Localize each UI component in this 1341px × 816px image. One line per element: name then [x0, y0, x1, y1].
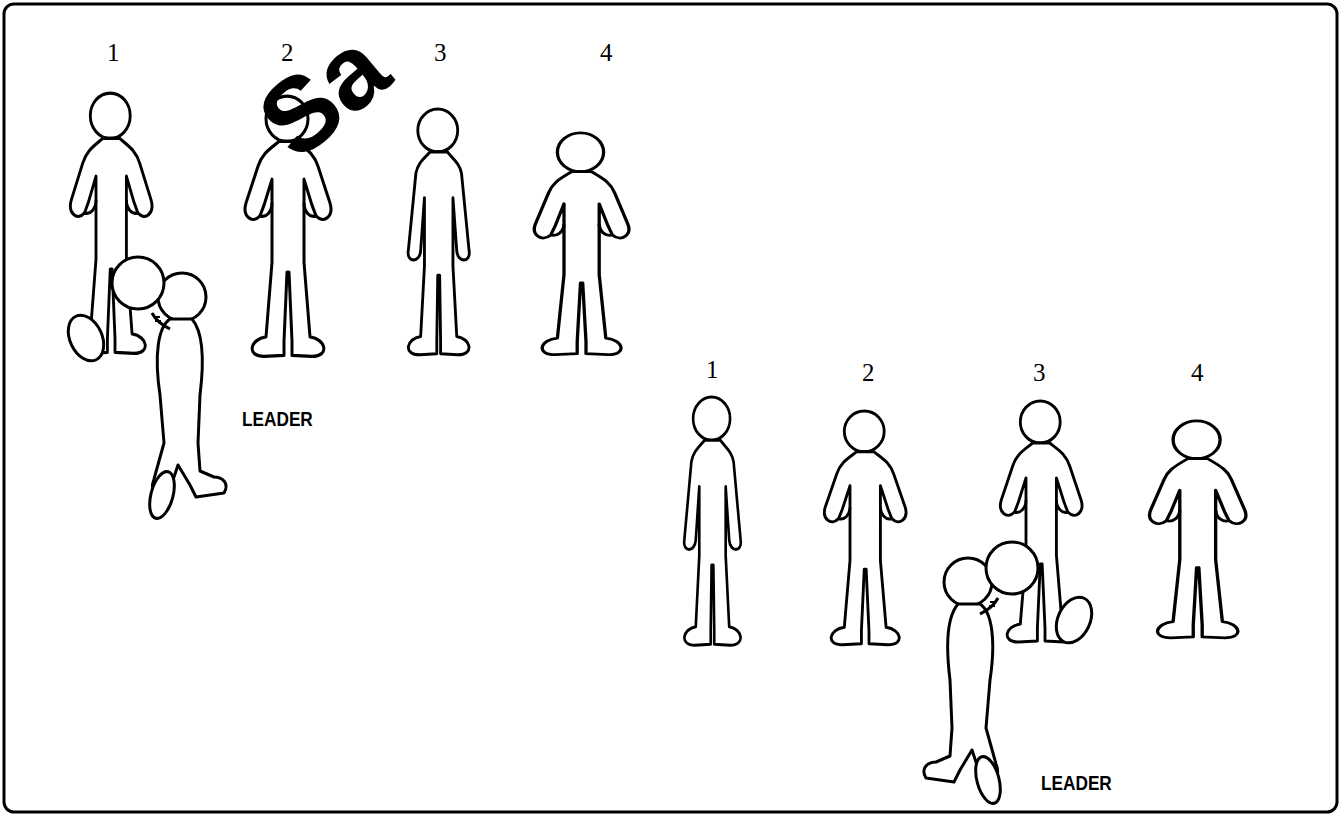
leader-figure [112, 257, 226, 521]
foot [1049, 591, 1098, 648]
callout-number: 4 [600, 40, 613, 65]
person-figure [684, 397, 741, 645]
frame [4, 4, 1337, 812]
callout-number: 4 [1191, 360, 1204, 385]
role-label: LEADER [1041, 772, 1112, 793]
callout-number: 2 [862, 360, 875, 385]
person-figure [824, 411, 906, 645]
leader-figure [924, 542, 1038, 806]
role-label: LEADER [242, 408, 313, 429]
callout-number: 1 [107, 40, 120, 65]
callout-number: 3 [434, 40, 447, 65]
foot [61, 309, 110, 366]
callout-number: 1 [706, 357, 719, 382]
person-figure [408, 109, 469, 355]
person-figure [1150, 421, 1246, 638]
callout-number: 3 [1033, 360, 1046, 385]
watermark: Sa [240, 12, 406, 175]
person-figure [534, 133, 628, 355]
